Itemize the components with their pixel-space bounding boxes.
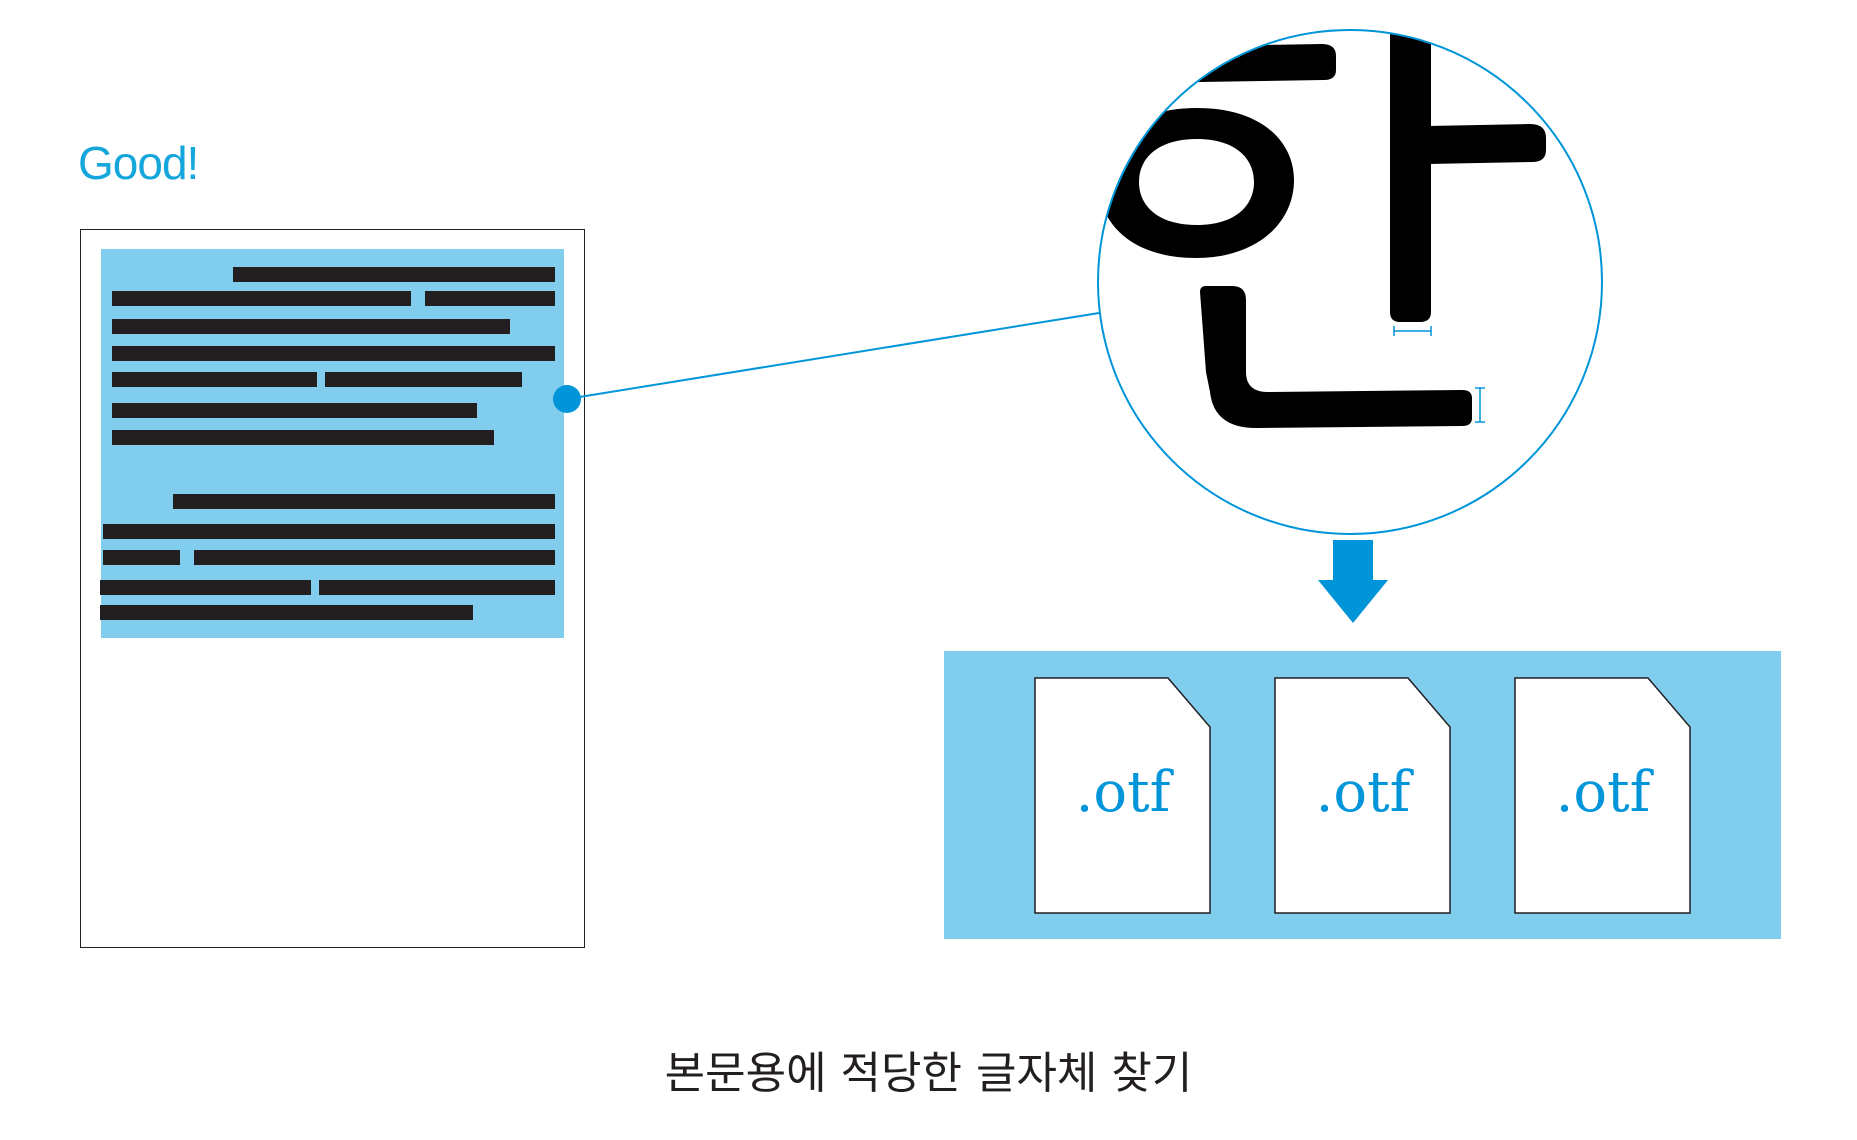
text-line <box>425 291 555 306</box>
text-line <box>112 291 411 306</box>
font-file-icon: .otf <box>1274 677 1452 914</box>
arrow-down-icon <box>1318 540 1388 623</box>
connector-line <box>566 312 1100 400</box>
file-extension-label: .otf <box>1555 760 1651 825</box>
text-line <box>100 605 473 620</box>
text-line <box>325 372 522 387</box>
text-line <box>103 524 555 539</box>
text-line <box>173 494 555 509</box>
stroke-width-marker-icon <box>1393 326 1485 423</box>
text-line <box>112 372 317 387</box>
font-file-icon: .otf <box>1514 677 1692 914</box>
file-extension-label: .otf <box>1315 760 1411 825</box>
text-line <box>233 267 555 282</box>
magnifier-circle-icon <box>1097 29 1603 535</box>
text-line <box>112 346 555 361</box>
caption: 본문용에 적당한 글자체 찾기 <box>664 1048 1193 1099</box>
font-file-icon: .otf <box>1034 677 1212 914</box>
text-line <box>112 319 510 334</box>
good-label: Good! <box>78 137 199 189</box>
magnified-glyph <box>1098 30 1546 428</box>
text-line <box>112 430 494 445</box>
text-line <box>100 580 311 595</box>
connector-dot <box>553 385 581 413</box>
text-line <box>112 403 477 418</box>
text-line <box>194 550 555 565</box>
file-extension-label: .otf <box>1075 760 1171 825</box>
text-line <box>103 550 180 565</box>
text-line <box>319 580 555 595</box>
